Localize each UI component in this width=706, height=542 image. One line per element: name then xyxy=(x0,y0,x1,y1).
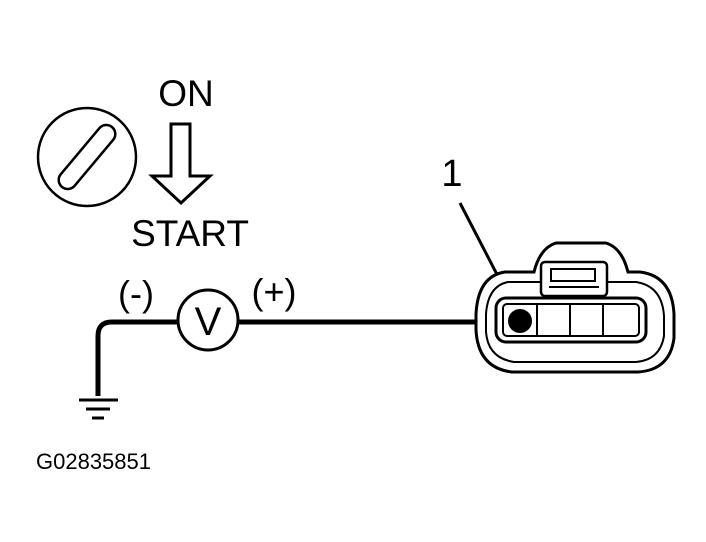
on-label: ON xyxy=(158,73,214,114)
ground-wire xyxy=(95,319,178,396)
ground-icon xyxy=(79,398,118,420)
figure-id: G02835851 xyxy=(36,449,151,474)
connector-icon xyxy=(474,241,676,374)
negative-label: (-) xyxy=(118,273,154,314)
ignition-key-icon xyxy=(36,106,138,208)
start-label: START xyxy=(131,213,249,254)
down-arrow-icon xyxy=(148,122,214,206)
positive-label: (+) xyxy=(252,271,297,312)
callout-number: 1 xyxy=(441,153,462,195)
voltmeter-label: V xyxy=(195,300,222,344)
